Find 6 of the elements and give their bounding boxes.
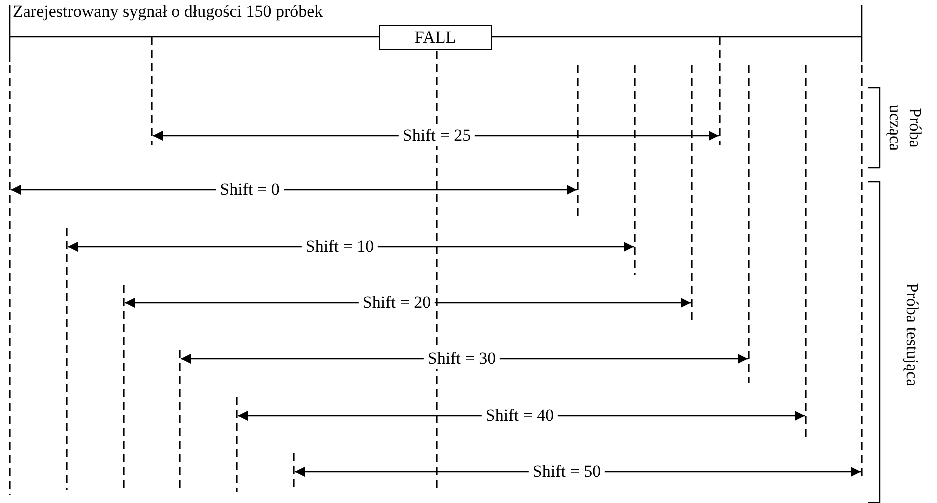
shift-label: Shift = 25 bbox=[398, 126, 476, 146]
diagram-title: Zarejestrowany sygnał o długości 150 próbek bbox=[13, 2, 324, 22]
shift-label: Shift = 30 bbox=[424, 349, 500, 369]
sample-label: Próba ucząca bbox=[885, 104, 925, 154]
sample-label: Próba testująca bbox=[902, 283, 922, 387]
event-box: FALL bbox=[379, 25, 492, 50]
